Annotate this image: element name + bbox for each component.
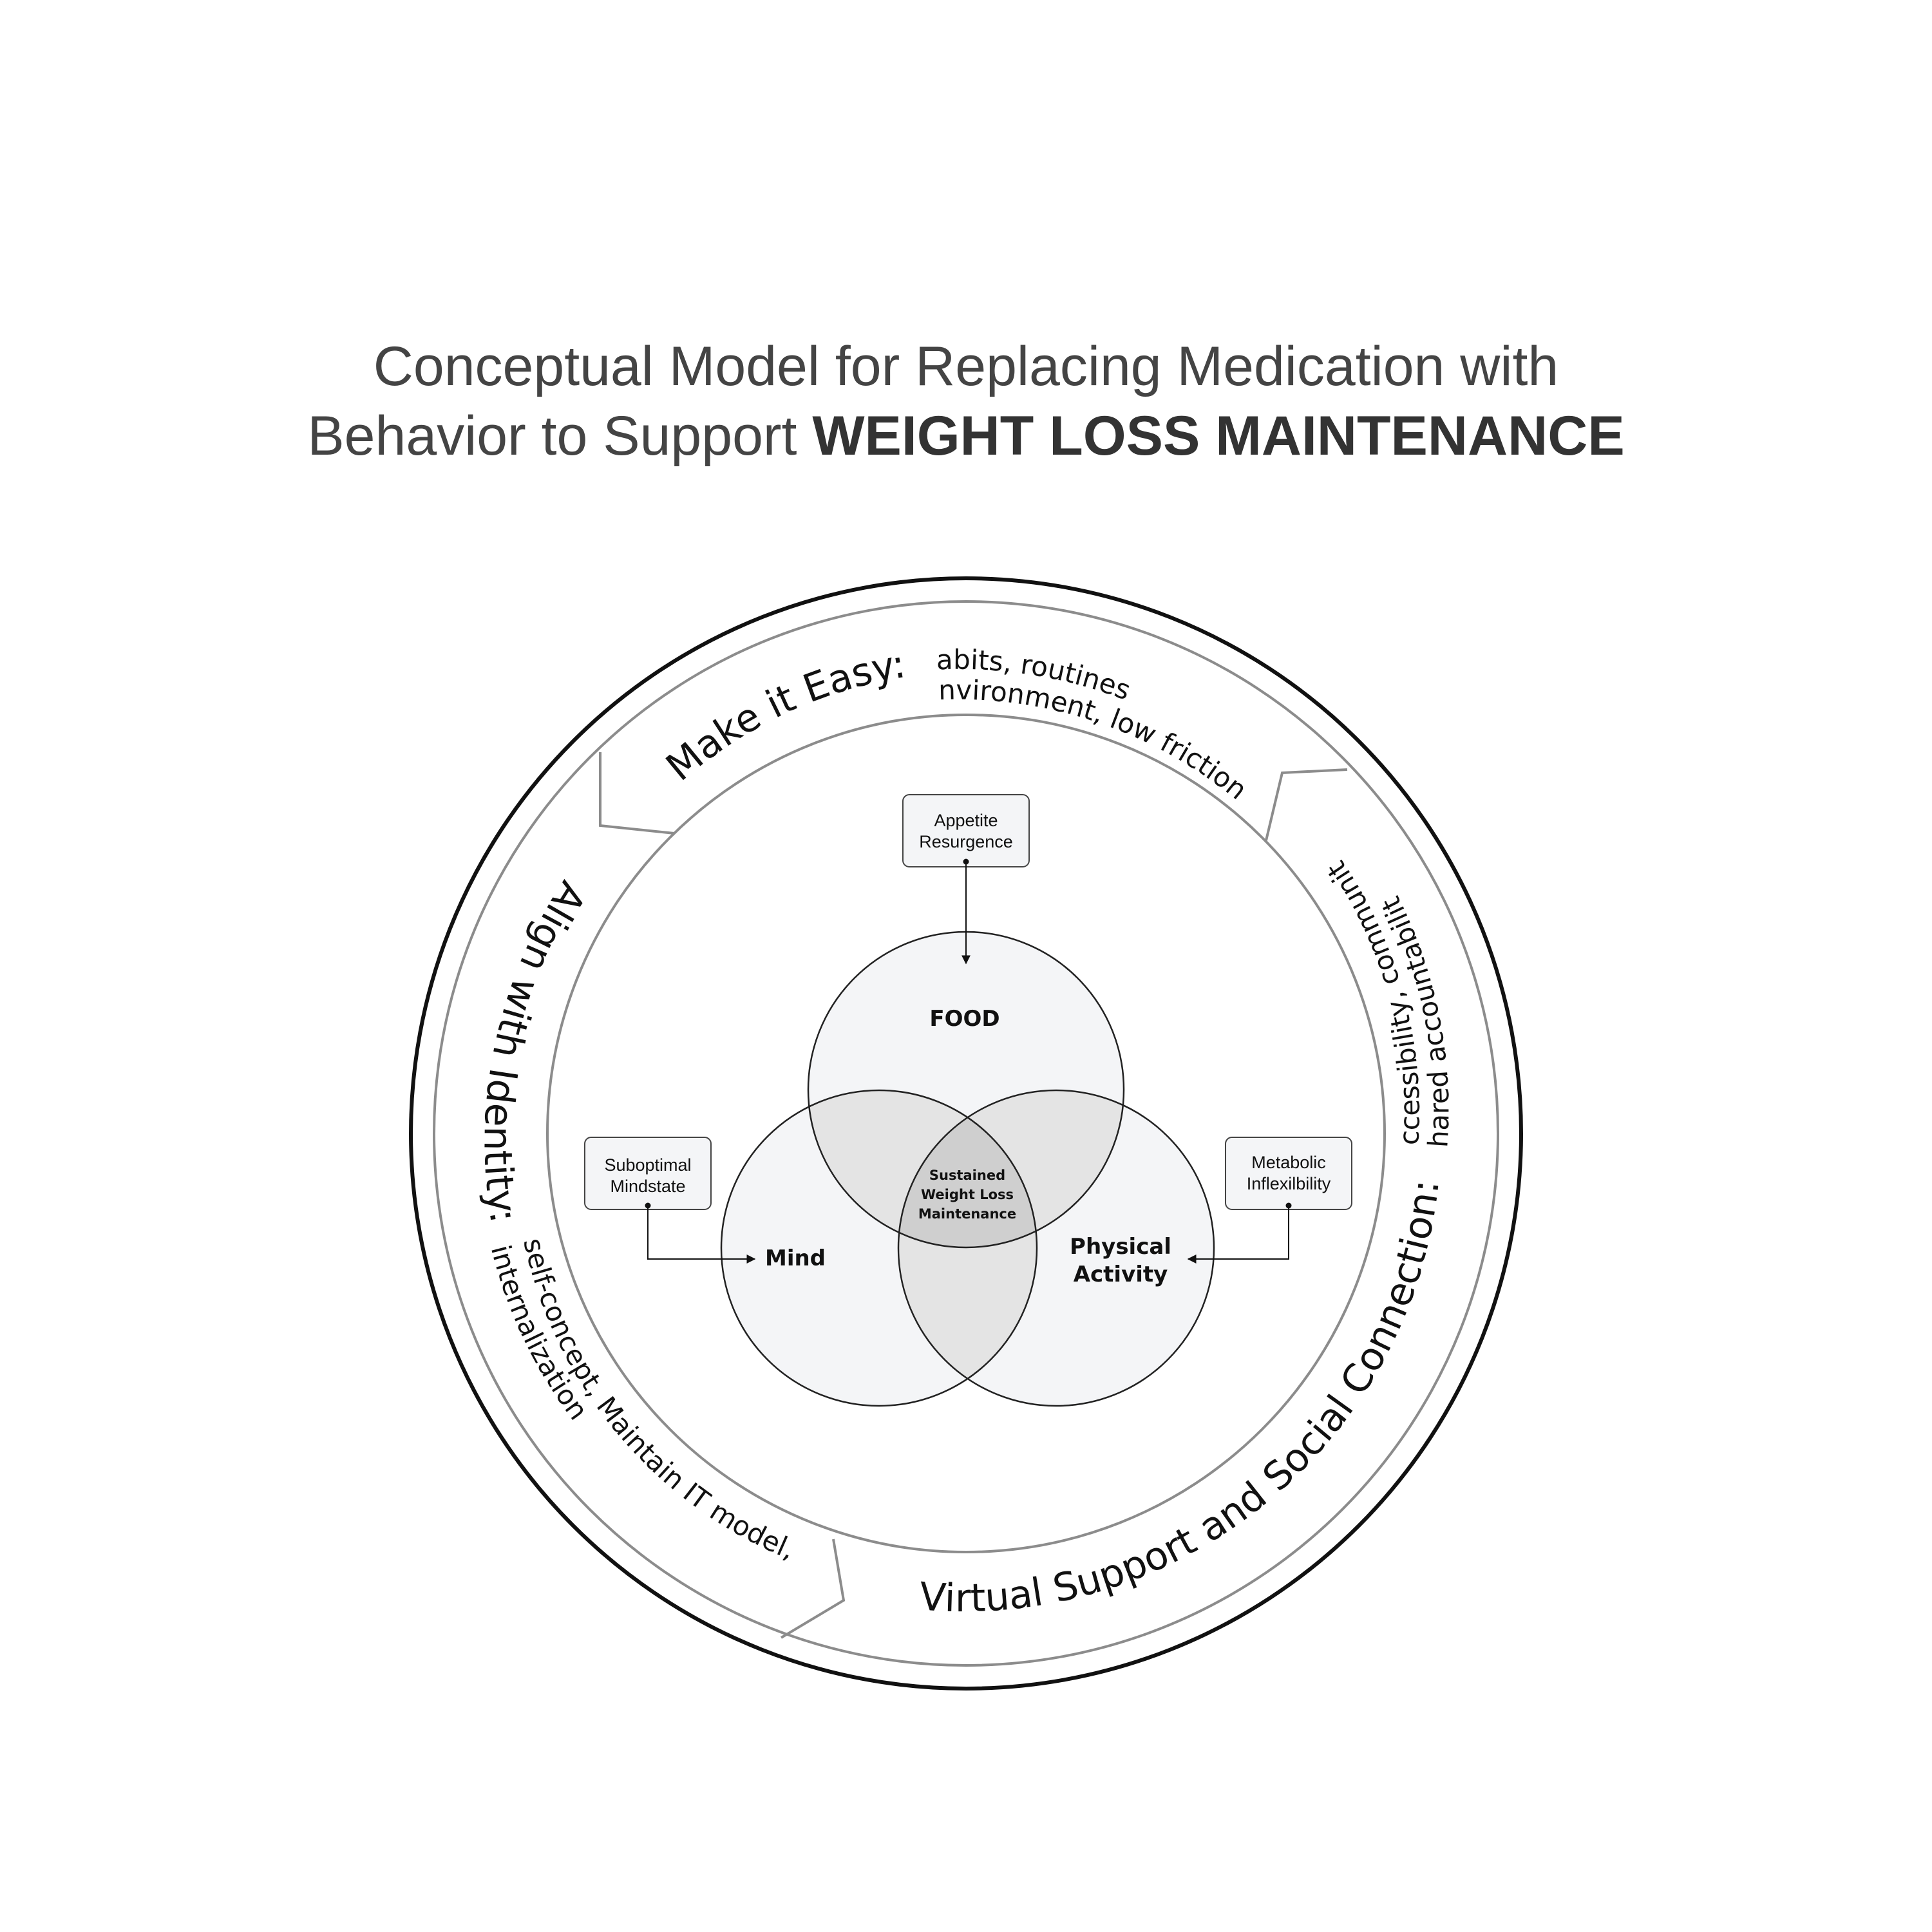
mindstate-connector-arrow: [647, 1206, 756, 1264]
venn-diagram: FOOD Mind Physical Activity Sustained We…: [720, 931, 1215, 1407]
outer-ring: [409, 576, 1523, 1690]
mindstate-box-line-2: Mindstate: [610, 1177, 685, 1196]
physical-activity-label-line-2: Activity: [1074, 1262, 1168, 1287]
segment-divider-upper-left: [599, 752, 675, 835]
inner-ring: [546, 714, 1386, 1553]
appetite-box-line-1: Appetite: [934, 811, 998, 830]
make-it-easy-heading: Make it Easy:: [658, 641, 908, 790]
title-line-1: Conceptual Model for Replacing Medicatio…: [374, 336, 1558, 397]
virtual-support-section: Virtual Support and Social Connection: a…: [0, 0, 1455, 1621]
center-label-line-2: Weight Loss: [921, 1187, 1014, 1202]
physical-circle-outline: [897, 1089, 1215, 1407]
center-label-line-3: Maintenance: [918, 1206, 1016, 1222]
segment-divider-lower: [780, 1539, 846, 1639]
segment-divider-upper-right: [1265, 768, 1348, 841]
food-label: FOOD: [929, 1006, 999, 1032]
appetite-resurgence-box: [902, 794, 1030, 867]
virtual-support-detail-2: shared accountability: [0, 0, 1455, 1148]
appetite-resurgence-factor: Appetite Resurgence: [902, 794, 1030, 965]
appetite-box-line-2: Resurgence: [919, 832, 1013, 851]
metabolic-inflexibility-box: [1225, 1137, 1352, 1210]
title-line-2-emphasis: WEIGHT LOSS MAINTENANCE: [812, 405, 1624, 467]
center-label-line-1: Sustained: [929, 1168, 1005, 1183]
title-line-2: Behavior to Support WEIGHT LOSS MAINTENA…: [307, 405, 1624, 467]
mind-label: Mind: [765, 1245, 826, 1271]
align-identity-heading: Align with Identity:: [475, 873, 594, 1226]
metabolic-inflexibility-factor: Metabolic Inflexilbility: [1187, 1137, 1352, 1264]
mindstate-box-line-1: Suboptimal: [604, 1155, 691, 1175]
metabolic-box-line-1: Metabolic: [1251, 1153, 1326, 1172]
title-line-2-prefix: Behavior to Support: [307, 405, 812, 467]
suboptimal-mindstate-factor: Suboptimal Mindstate: [584, 1137, 756, 1264]
middle-ring: [433, 600, 1499, 1667]
mind-circle-outline: [720, 1089, 1038, 1407]
metabolic-box-line-2: Inflexilbility: [1247, 1174, 1331, 1193]
metabolic-connector-arrow: [1187, 1206, 1289, 1264]
page-title: Conceptual Model for Replacing Medicatio…: [307, 336, 1624, 467]
make-it-easy-section: Make it Easy: habits, routines, environm…: [0, 0, 1253, 806]
overlap-center: [898, 1090, 1037, 1247]
virtual-support-detail-1: accessibility, community,: [0, 0, 1426, 1146]
physical-activity-label-line-1: Physical: [1070, 1234, 1171, 1260]
